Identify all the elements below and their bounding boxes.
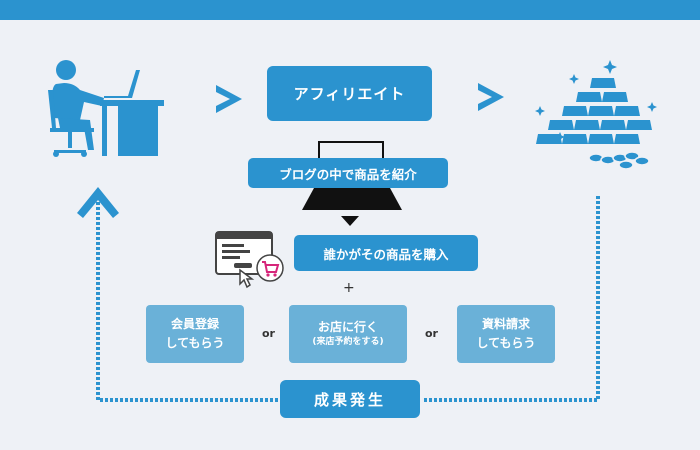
gold-bars-icon xyxy=(530,58,660,178)
member-register-box: 会員登録 してもらう xyxy=(146,305,244,363)
member-register-line1: 会員登録 xyxy=(170,317,219,332)
affiliate-box: アフィリエイト xyxy=(267,66,432,121)
plus-sign: + xyxy=(343,280,355,296)
monitor-icon xyxy=(318,141,384,161)
blog-intro-box: ブログの中で商品を紹介 xyxy=(248,158,448,188)
result-box: 成果発生 xyxy=(280,380,420,418)
chevron-right-icon xyxy=(474,80,508,114)
or-label: or xyxy=(425,327,438,340)
chevron-right-icon xyxy=(212,82,246,116)
document-request-line1: 資料請求 xyxy=(481,317,530,332)
purchase-box: 誰かがその商品を購入 xyxy=(294,235,478,271)
online-shopping-icon xyxy=(214,230,286,290)
down-arrow-icon xyxy=(341,216,359,226)
monitor-stand-icon xyxy=(302,188,402,212)
top-bar xyxy=(0,0,700,20)
document-request-line2: してもらう xyxy=(476,336,536,350)
or-label: or xyxy=(262,327,275,340)
store-visit-line1: お店に行く xyxy=(317,319,378,334)
document-request-box: 資料請求 してもらう xyxy=(457,305,555,363)
person-at-computer-icon xyxy=(40,58,165,158)
store-visit-line2: (来店予約をする) xyxy=(312,337,384,348)
member-register-line2: してもらう xyxy=(165,336,225,350)
store-visit-box: お店に行く (来店予約をする) xyxy=(289,305,407,363)
